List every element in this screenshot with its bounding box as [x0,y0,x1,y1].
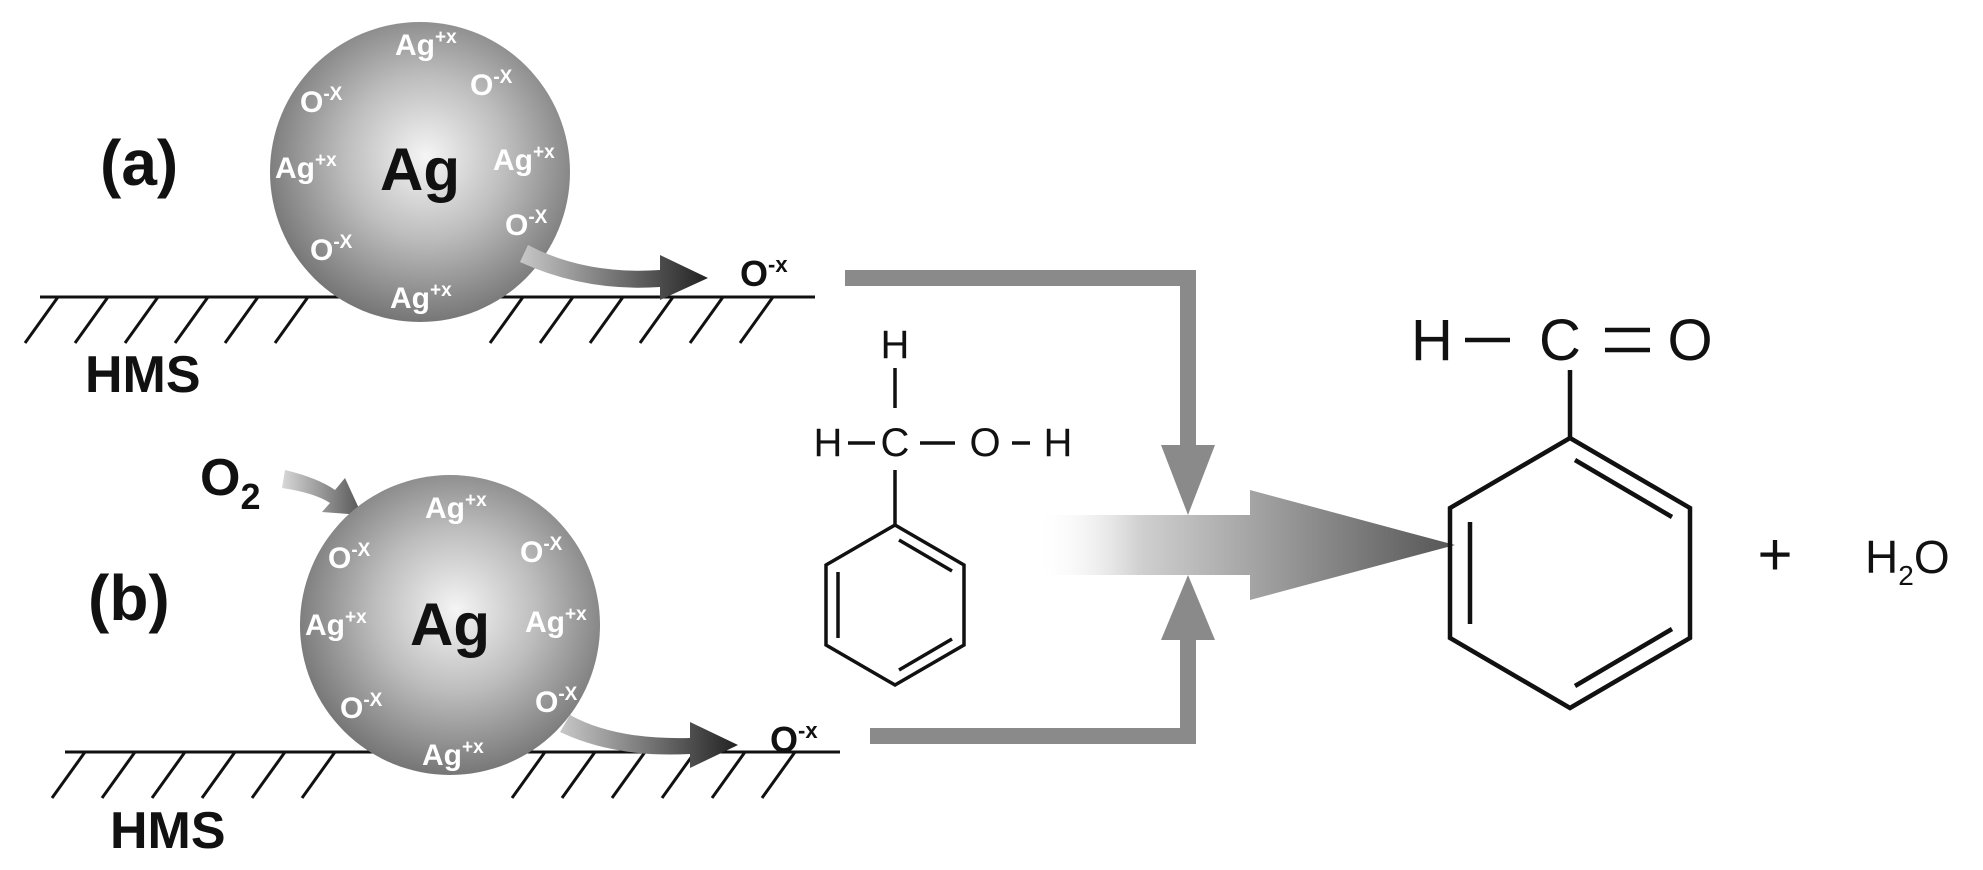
panel-a-label: (a) [100,127,178,199]
ag-ion: Ag+x [525,604,587,639]
water: H2O [1865,531,1950,591]
atom-h-top: H [881,323,910,367]
silver-particle-b [300,475,600,775]
o-ion: O-X [340,690,383,725]
oxygen-adsorption-arrow [282,470,362,515]
o-ion: O-X [505,207,548,242]
o-ion: O-X [310,232,353,267]
ag-ion: Ag+x [395,27,457,62]
particle-label-b: Ag [410,591,490,658]
panel-a: (a) HMS Ag Ag+x O-X [23,22,815,404]
ag-ion: Ag+x [275,150,337,185]
panel-b: (b) O2 HMS Ag [50,449,840,860]
reaction-arrow [1035,490,1455,600]
atom-h: H [1411,308,1453,373]
surface-hatching-b [50,751,797,799]
o-ion: O-X [328,540,371,575]
atom-c: C [881,421,910,465]
o-ion: O-X [300,84,343,119]
ag-ion: Ag+x [425,490,487,525]
benzene-ring-product [1447,435,1693,711]
atom-h-left: H [814,421,843,465]
atom-o: O [1667,308,1712,373]
ag-ion: Ag+x [422,737,484,772]
ag-ion: Ag+x [390,280,452,315]
oxygen-transfer-arrow-a [520,245,708,300]
surface-hatching-a [23,296,775,344]
atom-h-right: H [1044,421,1073,465]
plus-sign: + [1757,521,1792,588]
panel-b-label: (b) [88,562,170,634]
silver-particle-a [270,22,570,322]
convergence-arrows [845,270,1215,744]
atom-o: O [969,421,1000,465]
particle-label-a: Ag [380,136,460,203]
ag-ion: Ag+x [305,607,367,642]
o-ion: O-X [535,684,578,719]
benzene-ring-reactant [824,522,966,688]
o-ion: O-X [470,67,513,102]
oxygen-gas-label: O2 [200,449,260,517]
released-oxygen-a: O-x [740,252,788,294]
o-ion: O-X [520,534,563,569]
atom-c: C [1539,308,1581,373]
ag-ion: Ag+x [493,142,555,177]
oxygen-flow-arrow-bottom [870,575,1215,744]
hms-label-a: HMS [85,346,201,404]
hms-label-b: HMS [110,802,226,860]
released-oxygen-b: O-x [770,718,818,760]
oxygen-transfer-arrow-b [560,715,738,768]
oxygen-flow-arrow-top [845,270,1215,515]
benzaldehyde-structure: H C O [1411,308,1713,711]
benzyl-alcohol-structure: H H C O H [814,323,1073,688]
